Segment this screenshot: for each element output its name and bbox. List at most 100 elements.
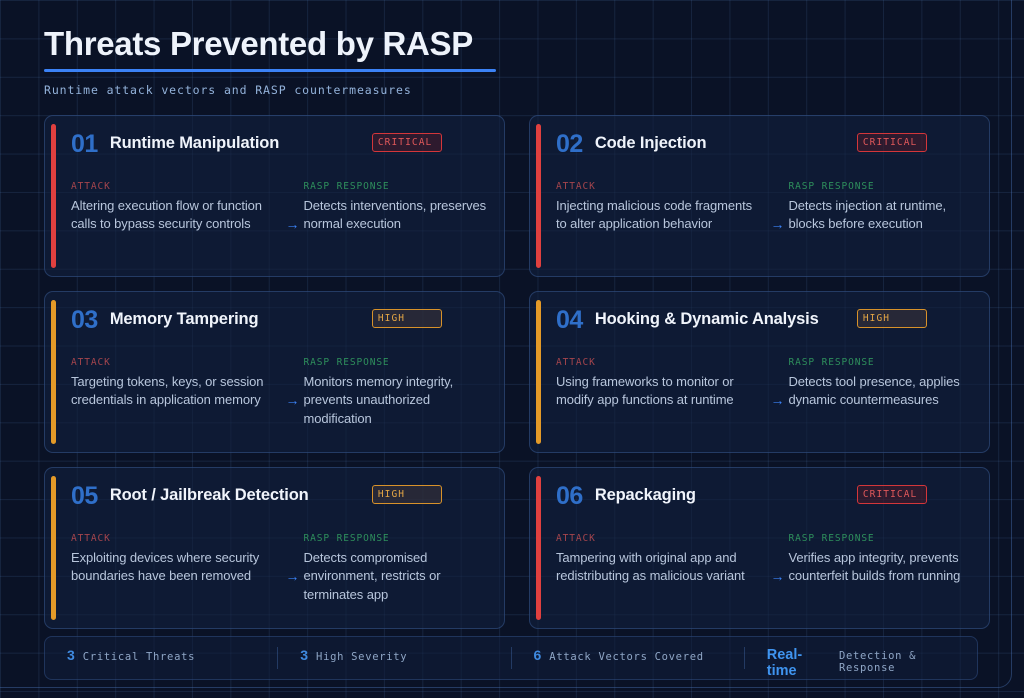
stat-value: Real-time xyxy=(766,647,803,679)
card-header: 03 Memory Tampering HIGH xyxy=(71,307,486,343)
card-number: 04 xyxy=(556,305,583,334)
response-column: → RASP RESPONSE Verifies app integrity, pr… xyxy=(771,533,972,586)
footer-stat: 3 Critical Threats xyxy=(45,647,277,669)
response-description: Detects compromised environment, restric… xyxy=(303,549,441,602)
response-label: RASP RESPONSE xyxy=(788,180,875,192)
arrow-right-icon: → xyxy=(770,391,785,408)
severity-badge: CRITICAL xyxy=(856,484,927,504)
response-label: RASP RESPONSE xyxy=(303,180,390,192)
response-column: → RASP RESPONSE Detects injection at runti… xyxy=(771,181,972,234)
response-label: RASP RESPONSE xyxy=(788,532,875,544)
card-number: 02 xyxy=(556,129,583,158)
attack-label: ATTACK xyxy=(71,356,111,368)
stat-label: Detection & Response xyxy=(838,650,917,674)
response-label: RASP RESPONSE xyxy=(788,356,875,368)
attack-label: ATTACK xyxy=(556,180,596,192)
stat-value: 6 xyxy=(533,647,542,663)
card-body: ATTACK Using frameworks to monitor or mod… xyxy=(556,357,971,410)
attack-description: Exploiting devices where security bounda… xyxy=(71,549,260,584)
attack-column: ATTACK Injecting malicious code fragments… xyxy=(556,181,757,234)
card-title: Runtime Manipulation xyxy=(109,133,280,152)
response-description: Detects injection at runtime, blocks bef… xyxy=(788,197,947,232)
response-description: Detects tool presence, applies dynamic c… xyxy=(788,373,960,408)
severity-accent-bar xyxy=(51,475,56,620)
arrow-right-icon: → xyxy=(770,215,785,232)
severity-badge: CRITICAL xyxy=(856,132,927,152)
card-title: Code Injection xyxy=(594,133,707,152)
severity-accent-bar xyxy=(536,123,541,268)
response-column: → RASP RESPONSE Detects compromised enviro… xyxy=(286,533,487,604)
attack-label: ATTACK xyxy=(71,532,111,544)
severity-badge: CRITICAL xyxy=(371,132,442,152)
threat-card-06: 06 Repackaging CRITICAL ATTACK Tampering wit… xyxy=(529,466,990,629)
response-column: → RASP RESPONSE Detects interventions, pre… xyxy=(286,181,487,234)
card-body: ATTACK Tampering with original app and re… xyxy=(556,533,971,586)
threat-card-05: 05 Root / Jailbreak Detection HIGH ATTACK Ex… xyxy=(44,466,505,629)
attack-column: ATTACK Using frameworks to monitor or mod… xyxy=(556,357,757,410)
card-title: Root / Jailbreak Detection xyxy=(109,485,309,504)
arrow-right-icon: → xyxy=(770,567,785,584)
attack-column: ATTACK Tampering with original app and re… xyxy=(556,533,757,586)
card-body: ATTACK Exploiting devices where security … xyxy=(71,533,486,604)
response-description: Verifies app integrity, prevents counter… xyxy=(788,549,961,584)
card-title: Hooking & Dynamic Analysis xyxy=(594,309,819,328)
severity-badge: HIGH xyxy=(856,308,927,328)
attack-description: Injecting malicious code fragments to al… xyxy=(556,197,753,232)
response-column: → RASP RESPONSE Detects tool presence, app… xyxy=(771,357,972,410)
page-subtitle: Runtime attack vectors and RASP counterm… xyxy=(44,82,412,97)
response-description: Monitors memory integrity, prevents unau… xyxy=(303,373,454,426)
card-body: ATTACK Altering execution flow or functio… xyxy=(71,181,486,234)
severity-accent-bar xyxy=(536,475,541,620)
stat-label: Attack Vectors Covered xyxy=(549,651,704,663)
attack-label: ATTACK xyxy=(556,532,596,544)
card-body: ATTACK Injecting malicious code fragments… xyxy=(556,181,971,234)
severity-badge: HIGH xyxy=(371,484,442,504)
arrow-right-icon: → xyxy=(285,391,300,408)
stat-label: High Severity xyxy=(316,651,408,663)
stat-value: 3 xyxy=(300,647,309,663)
arrow-right-icon: → xyxy=(285,567,300,584)
card-body: ATTACK Targeting tokens, keys, or session… xyxy=(71,357,486,428)
attack-label: ATTACK xyxy=(556,356,596,368)
severity-badge: HIGH xyxy=(371,308,442,328)
card-header: 04 Hooking & Dynamic Analysis HIGH xyxy=(556,307,971,343)
footer-stats-bar: 3 Critical Threats 3 High Severity 6 Attack V… xyxy=(44,636,978,680)
attack-label: ATTACK xyxy=(71,180,111,192)
threat-card-04: 04 Hooking & Dynamic Analysis HIGH ATTACK Us… xyxy=(529,290,990,453)
threat-card-02: 02 Code Injection CRITICAL ATTACK Injecting … xyxy=(529,114,990,277)
response-label: RASP RESPONSE xyxy=(303,532,390,544)
title-underline-rule xyxy=(44,68,496,72)
threat-card-01: 01 Runtime Manipulation CRITICAL ATTACK Alte… xyxy=(44,114,505,277)
card-header: 01 Runtime Manipulation CRITICAL xyxy=(71,131,486,167)
footer-stat: Real-time Detection & Response xyxy=(743,647,977,679)
card-title: Memory Tampering xyxy=(109,309,259,328)
card-number: 03 xyxy=(71,305,98,334)
card-title: Repackaging xyxy=(594,485,696,504)
card-header: 06 Repackaging CRITICAL xyxy=(556,483,971,519)
threat-card-03: 03 Memory Tampering HIGH ATTACK Targeting to… xyxy=(44,290,505,453)
card-number: 05 xyxy=(71,481,98,510)
attack-description: Tampering with original app and redistri… xyxy=(556,549,745,584)
response-description: Detects interventions, preserves normal … xyxy=(303,197,487,232)
footer-stat: 3 High Severity xyxy=(277,647,510,669)
card-header: 05 Root / Jailbreak Detection HIGH xyxy=(71,483,486,519)
arrow-right-icon: → xyxy=(285,215,300,232)
severity-accent-bar xyxy=(51,123,56,268)
attack-column: ATTACK Targeting tokens, keys, or session… xyxy=(71,357,272,428)
card-header: 02 Code Injection CRITICAL xyxy=(556,131,971,167)
stat-value: 3 xyxy=(67,647,75,663)
card-number: 01 xyxy=(71,129,98,158)
stat-label: Critical Threats xyxy=(82,651,196,663)
attack-description: Altering execution flow or function call… xyxy=(71,197,262,232)
attack-description: Using frameworks to monitor or modify ap… xyxy=(556,373,734,408)
attack-description: Targeting tokens, keys, or session crede… xyxy=(71,373,264,408)
attack-column: ATTACK Exploiting devices where security … xyxy=(71,533,272,604)
severity-accent-bar xyxy=(51,299,56,444)
card-number: 06 xyxy=(556,481,583,510)
page-title: Threats Prevented by RASP xyxy=(44,25,473,62)
attack-column: ATTACK Altering execution flow or functio… xyxy=(71,181,272,234)
response-label: RASP RESPONSE xyxy=(303,356,390,368)
